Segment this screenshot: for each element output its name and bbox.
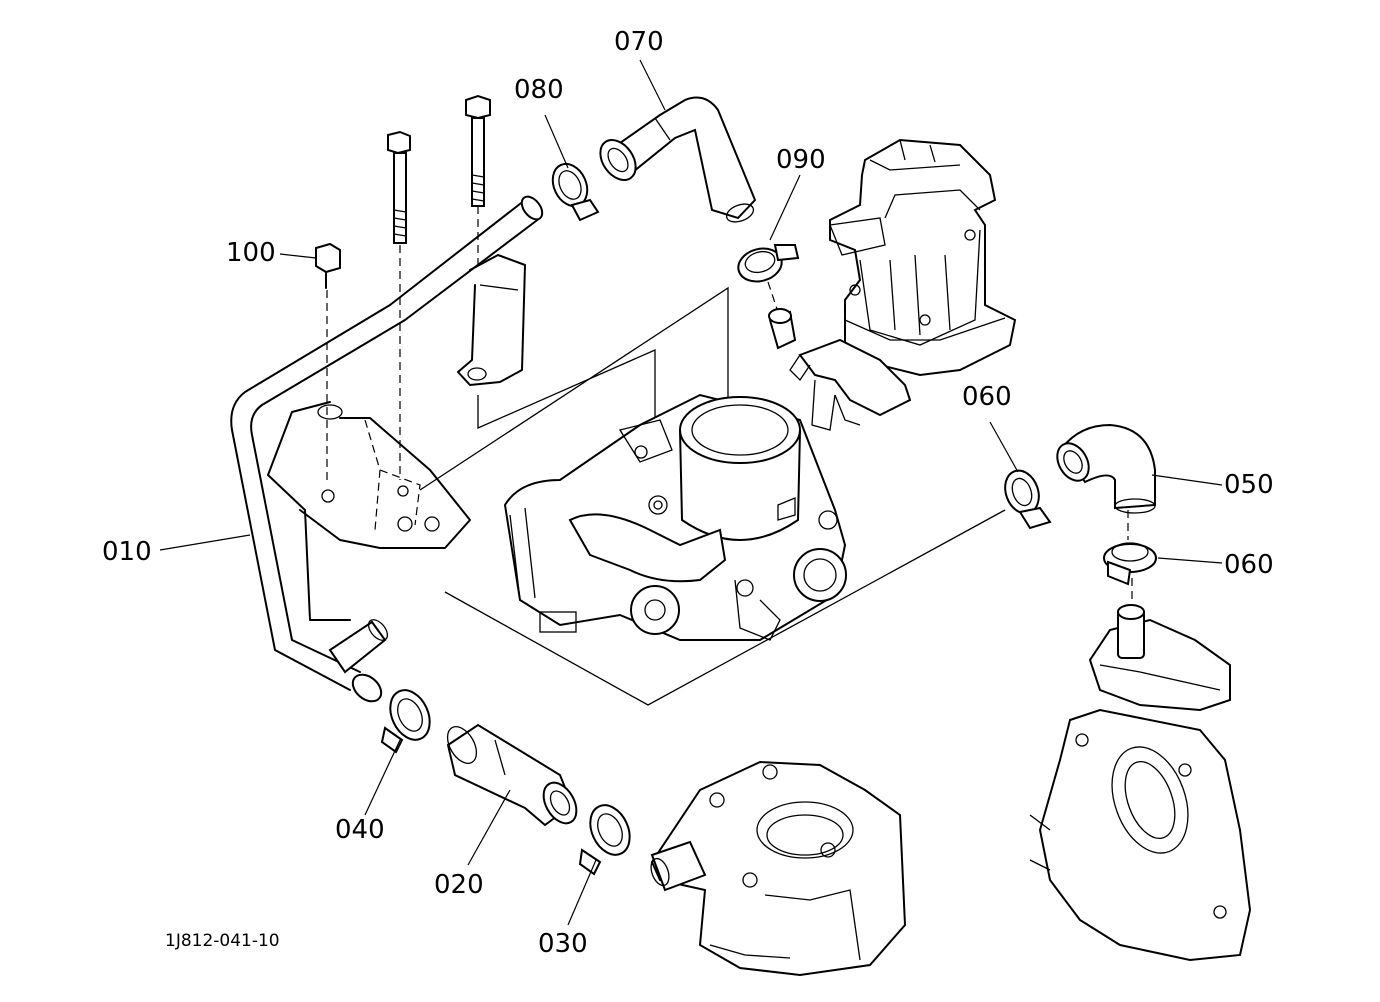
clamp-090 bbox=[737, 244, 800, 283]
pipe-010 bbox=[230, 195, 544, 703]
bolt-long-2 bbox=[465, 94, 491, 207]
clamp-030 bbox=[578, 804, 631, 876]
hose-050 bbox=[1056, 423, 1156, 514]
callout-010: 010 bbox=[102, 537, 152, 567]
housing-right bbox=[1029, 604, 1252, 962]
clamp-060-lower bbox=[1103, 542, 1157, 586]
callout-030: 030 bbox=[538, 929, 588, 959]
hose-070 bbox=[599, 96, 757, 223]
callout-060-upper: 060 bbox=[962, 382, 1012, 412]
egr-pipe-stub bbox=[768, 308, 797, 350]
callout-100: 100 bbox=[226, 238, 276, 268]
throttle-body bbox=[503, 393, 847, 641]
clamp-060-upper bbox=[1004, 469, 1052, 530]
bolt-long-1 bbox=[387, 130, 411, 244]
drawing-reference-code: 1J812-041-10 bbox=[165, 931, 280, 951]
bracket bbox=[267, 401, 471, 621]
clamp-040 bbox=[380, 689, 431, 754]
egr-valve bbox=[789, 138, 1017, 431]
callout-090: 090 bbox=[776, 145, 826, 175]
callout-020: 020 bbox=[434, 870, 484, 900]
callout-080: 080 bbox=[514, 75, 564, 105]
mounting-plate bbox=[457, 254, 526, 386]
bolt-100 bbox=[315, 242, 341, 289]
callout-040: 040 bbox=[335, 815, 385, 845]
hose-020 bbox=[446, 723, 578, 827]
leader-lines bbox=[159, 59, 1223, 926]
callout-060-lower: 060 bbox=[1224, 550, 1274, 580]
callout-050: 050 bbox=[1224, 470, 1274, 500]
clamp-080 bbox=[551, 162, 600, 222]
water-flange bbox=[650, 760, 907, 977]
callout-070: 070 bbox=[614, 27, 664, 57]
